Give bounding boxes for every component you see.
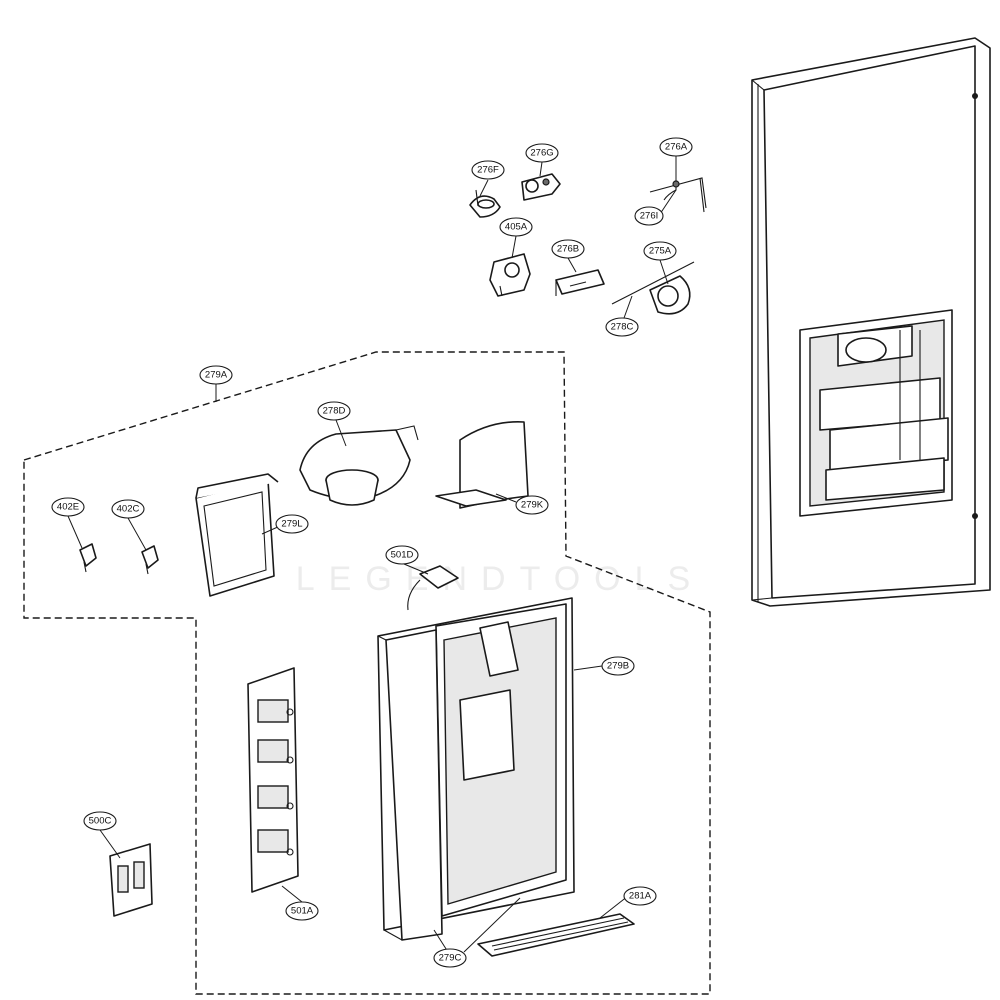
svg-text:276A: 276A — [665, 142, 688, 153]
svg-text:279K: 279K — [521, 500, 544, 511]
part-276B — [555, 269, 605, 296]
callout-402C: 402C — [111, 499, 145, 519]
svg-text:500C: 500C — [89, 816, 112, 827]
svg-text:405A: 405A — [505, 222, 528, 233]
part-278D — [299, 425, 419, 506]
callout-278C: 278C — [605, 317, 639, 337]
callout-500C: 500C — [83, 811, 117, 831]
leader-lines — [67, 156, 677, 953]
part-500C — [109, 843, 153, 917]
svg-text:276I: 276I — [640, 211, 659, 222]
svg-text:281A: 281A — [629, 891, 652, 902]
part-276G — [521, 173, 561, 201]
callout-501D: 501D — [385, 545, 419, 565]
callout-279K: 279K — [515, 495, 549, 515]
part-276F — [469, 189, 501, 218]
part-275A — [611, 261, 695, 315]
callout-278D: 278D — [317, 401, 351, 421]
svg-text:276B: 276B — [557, 244, 579, 255]
callout-276B: 276B — [551, 239, 585, 259]
callout-275A: 275A — [643, 241, 677, 261]
svg-text:501D: 501D — [391, 550, 414, 561]
callout-281A: 281A — [623, 886, 657, 906]
group-279A-boundary — [23, 351, 711, 995]
part-276A-spring — [649, 177, 707, 213]
svg-text:278C: 278C — [611, 322, 634, 333]
callout-276I: 276I — [634, 206, 664, 226]
door-panel — [751, 37, 991, 607]
svg-text:402C: 402C — [117, 504, 140, 515]
svg-text:279C: 279C — [439, 953, 462, 964]
svg-text:278D: 278D — [323, 406, 346, 417]
part-279B — [377, 597, 575, 941]
part-279L — [195, 473, 279, 597]
svg-text:501A: 501A — [291, 906, 314, 917]
callout-276A: 276A — [659, 137, 693, 157]
callout-405A: 405A — [499, 217, 533, 237]
callout-279B: 279B — [601, 656, 635, 676]
part-501A — [247, 667, 299, 893]
part-501D — [407, 565, 459, 611]
callout-276F: 276F — [471, 160, 505, 180]
part-405A — [489, 253, 531, 297]
callout-276G: 276G — [525, 143, 559, 163]
part-281A — [477, 913, 635, 957]
part-402E — [79, 543, 97, 573]
watermark-text: LEGENDTOOLS — [296, 560, 704, 598]
callout-501A: 501A — [285, 901, 319, 921]
callout-279A: 279A — [199, 365, 233, 385]
svg-text:279B: 279B — [607, 661, 629, 672]
svg-text:279L: 279L — [281, 519, 302, 530]
svg-text:276G: 276G — [530, 148, 553, 159]
callout-402E: 402E — [51, 497, 85, 517]
svg-text:279A: 279A — [205, 370, 228, 381]
svg-text:276F: 276F — [477, 165, 499, 176]
svg-text:275A: 275A — [649, 246, 672, 257]
svg-text:402E: 402E — [57, 502, 79, 513]
callout-279L: 279L — [275, 514, 309, 534]
part-402C — [141, 545, 159, 575]
part-279K — [435, 421, 529, 509]
callout-279C: 279C — [433, 948, 467, 968]
